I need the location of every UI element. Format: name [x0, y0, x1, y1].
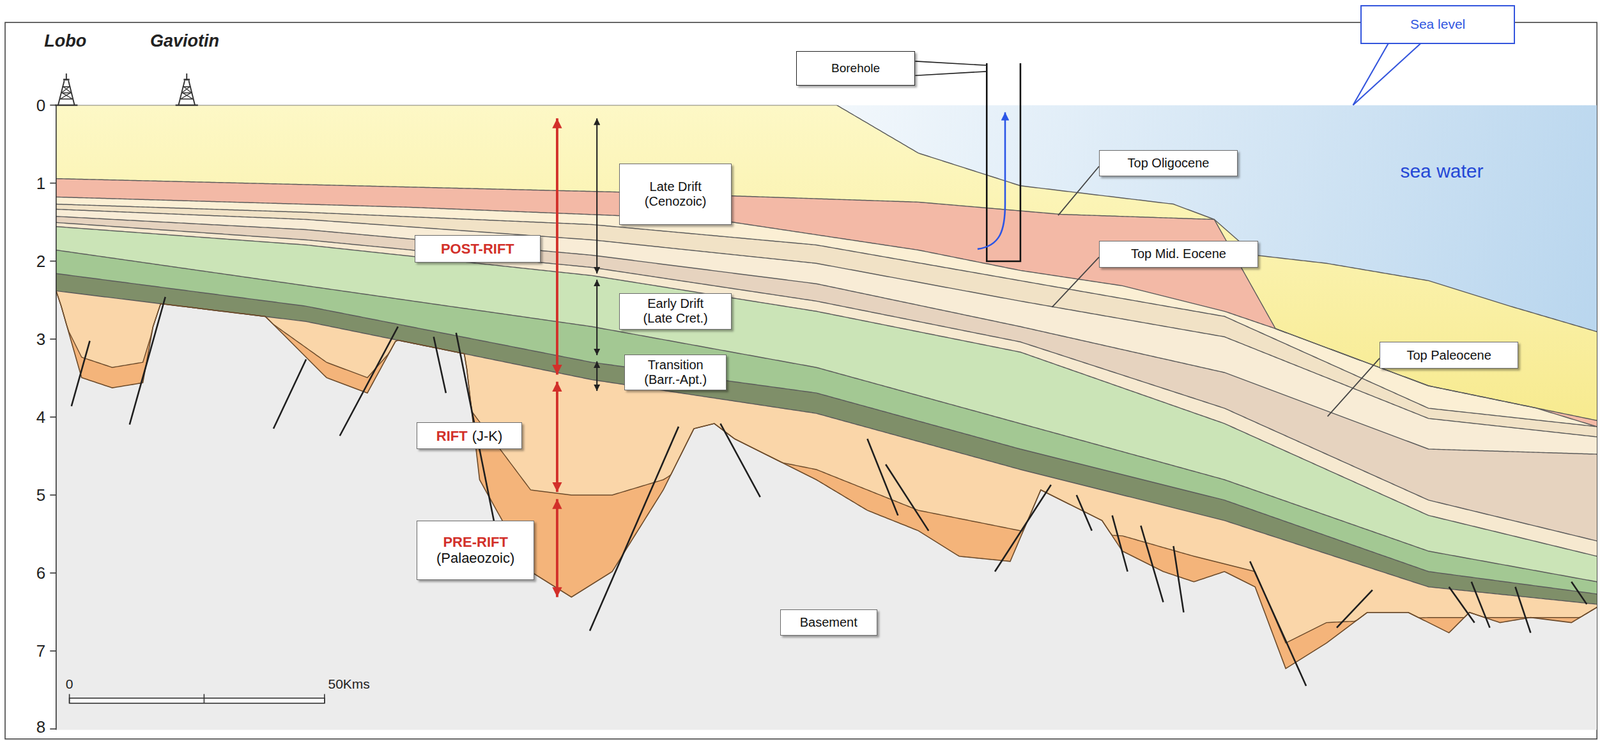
- horizon-line: [56, 178, 1597, 422]
- label-text: Late Drift (Cenozoic): [633, 179, 717, 209]
- label-text: Early Drift (Late Cret.): [632, 296, 719, 326]
- depth-tick: 8: [36, 716, 46, 737]
- basement-label: Basement: [780, 609, 878, 637]
- depth-tick: 5: [36, 484, 46, 505]
- horizon-label: Top Mid. Eocene: [1099, 240, 1259, 268]
- depth-tick: 7: [36, 641, 46, 662]
- water-label: sea water: [1400, 160, 1484, 183]
- depth-tick: 6: [36, 563, 46, 584]
- sea-level-pointer: [1353, 40, 1424, 106]
- horizon-line: [56, 216, 1597, 455]
- horizon-line: [56, 222, 1597, 542]
- label-text: Basement: [800, 615, 858, 631]
- depth-tick: 2: [36, 251, 46, 271]
- strata: [56, 105, 1597, 731]
- phase-label: POST-RIFT: [414, 235, 540, 263]
- label-text: Borehole: [831, 61, 880, 76]
- stratum: [56, 273, 1597, 605]
- basement-line: [56, 290, 1597, 669]
- label-text: Top Paleocene: [1406, 348, 1491, 363]
- horizon-line: [56, 273, 1597, 595]
- stratum: [56, 249, 1597, 594]
- frame: [5, 22, 1597, 740]
- label-text: Sea level: [1410, 16, 1466, 32]
- label-text: PRE-RIFT: [442, 534, 508, 551]
- borehole-symbol: [986, 63, 1021, 262]
- depth-tick: 3: [36, 329, 46, 349]
- derrick-symbol: [54, 73, 78, 106]
- sea-level-callout: Sea level: [1360, 5, 1516, 45]
- depth-tick: 4: [36, 407, 46, 427]
- depth-tick: 0: [36, 95, 46, 116]
- scale-label: 50Kms: [327, 676, 370, 693]
- horizon-line: [56, 226, 1597, 557]
- label-text: POST-RIFT: [440, 240, 515, 257]
- label-text: Top Mid. Eocene: [1130, 246, 1227, 262]
- depth-tick: 1: [36, 173, 46, 193]
- scale-label: 0: [65, 676, 74, 693]
- scale-bar: [69, 694, 325, 704]
- label-text: Top Oligocene: [1127, 155, 1210, 171]
- faults: [71, 297, 1587, 687]
- flow-arrow: [977, 112, 1006, 250]
- well-name: Lobo: [44, 30, 87, 51]
- phase-label: RIFT(J-K): [416, 422, 522, 450]
- derrick-symbol: [175, 73, 199, 106]
- horizon-line: [56, 290, 1597, 643]
- label-text: (J-K): [472, 428, 503, 445]
- unit-label: Transition (Barr.-Apt.): [624, 354, 727, 391]
- well-name: Gaviotin: [150, 30, 220, 51]
- horizon-label: Top Oligocene: [1099, 150, 1238, 177]
- leader-line: [915, 61, 987, 76]
- interval-arrows: [557, 118, 597, 597]
- horizon-label: Top Paleocene: [1379, 341, 1519, 369]
- depth-axis: [49, 105, 57, 731]
- unit-label: Late Drift (Cenozoic): [619, 163, 732, 225]
- leader-line: [1051, 166, 1380, 416]
- label-text: (Palaeozoic): [436, 550, 515, 567]
- horizon-line: [56, 196, 1597, 427]
- unit-label: Early Drift (Late Cret.): [619, 293, 732, 331]
- label-text: Transition (Barr.-Apt.): [633, 357, 717, 388]
- label-text: RIFT: [436, 428, 468, 445]
- borehole-callout: Borehole: [796, 51, 916, 86]
- phase-label: PRE-RIFT(Palaeozoic): [416, 520, 535, 581]
